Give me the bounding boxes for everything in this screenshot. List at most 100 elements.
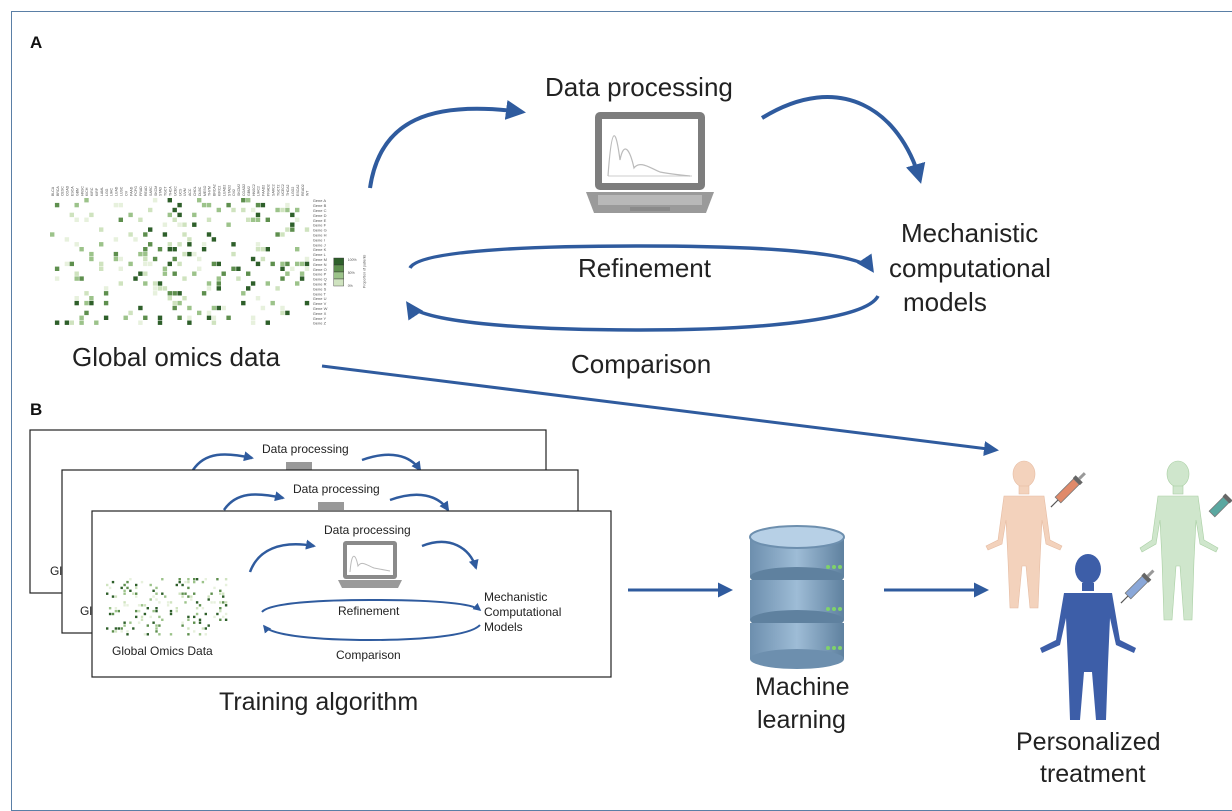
heatmap-cell [177, 300, 182, 306]
heatmap-cell [275, 207, 280, 213]
heatmap-cell [143, 271, 148, 276]
models-label-line1: Mechanistic [901, 218, 1039, 248]
heatmap-cell [114, 627, 118, 630]
mini-omics-heatmap [106, 578, 228, 636]
heatmap-cell [126, 604, 129, 607]
heatmap-col-label: LGG [105, 188, 109, 196]
heatmap-cell [129, 621, 132, 624]
heatmap-cell [290, 266, 295, 271]
heatmap-cell [123, 589, 126, 592]
heatmap-cell [211, 261, 217, 267]
heatmap-cell [201, 607, 205, 610]
heatmap-cell [226, 315, 231, 320]
heatmap-cell [204, 627, 207, 630]
heatmap-col-label: LUAD2 [222, 185, 226, 196]
heatmap-cell [79, 276, 84, 281]
heatmap-cell [211, 320, 217, 325]
heatmap-col-label: BLCA [51, 186, 55, 196]
heatmap-cell [128, 232, 133, 237]
heatmap-cell [143, 247, 148, 252]
heatmap-cell [222, 592, 225, 595]
heatmap-cell [181, 592, 184, 595]
heatmap-cell [169, 609, 173, 613]
heatmap-cell [89, 296, 94, 301]
heatmap-cell [152, 256, 158, 262]
heatmap-cell [113, 237, 119, 242]
card-back-omics-fragment: Gl [50, 564, 62, 578]
heatmap-cell [197, 266, 202, 271]
heatmap-row-label: Gene U [313, 296, 327, 301]
heatmap-cell [206, 281, 212, 286]
heatmap-cell [201, 247, 207, 252]
heatmap-cell [114, 595, 118, 598]
heatmap-cell [187, 578, 190, 581]
heatmap-cell [236, 266, 241, 271]
heatmap-cell [128, 310, 133, 316]
heatmap-cell [74, 242, 79, 247]
data-processing-label: Data processing [545, 72, 733, 102]
heatmap-cell [138, 217, 143, 222]
panel-label-a: A [30, 33, 43, 52]
heatmap-cell [69, 261, 74, 267]
heatmap-cell [123, 583, 126, 587]
heatmap-cell [126, 633, 129, 636]
heatmap-cell [126, 630, 129, 633]
heatmap-cell [219, 589, 222, 592]
heatmap-cell [211, 305, 217, 311]
heatmap-cell [155, 624, 158, 627]
heatmap-cell [169, 612, 173, 616]
heatmap-cell [89, 300, 94, 306]
heatmap-col-label: UVM [183, 188, 187, 196]
machine-learning-line2: learning [757, 706, 846, 734]
heatmap-cell [299, 271, 305, 276]
heatmap-col-label: HNSC [80, 186, 84, 196]
heatmap-cell [138, 320, 143, 325]
heatmap-cell [236, 276, 241, 281]
heatmap-row-label: Gene R [313, 281, 327, 286]
human-figure-right-icon [1139, 460, 1219, 621]
heatmap-col-label: READ2 [301, 184, 305, 196]
heatmap-cell [158, 601, 161, 604]
heatmap-cell [285, 207, 290, 213]
heatmap-cell [181, 583, 184, 587]
heatmap-cell [155, 592, 158, 595]
heatmap-col-label: PAAD2 [262, 185, 266, 196]
heatmap-cell [250, 315, 256, 320]
heatmap-cell [126, 586, 129, 590]
heatmap-cell [79, 320, 84, 325]
heatmap-col-label: SARC2 [271, 184, 275, 196]
heatmap-cell [193, 630, 196, 633]
heatmap-cell [114, 630, 118, 633]
heatmap-col-label: ACC [188, 188, 192, 196]
heatmap-cell [135, 595, 138, 598]
heatmap-cell [149, 615, 152, 619]
card-mid-omics-fragment: Gl [80, 604, 92, 618]
heatmap-cell [213, 601, 216, 604]
heatmap-cell [285, 227, 290, 232]
heatmap-cell [280, 207, 285, 213]
heatmap-cell [123, 592, 126, 595]
heatmap-cell [219, 607, 222, 610]
heatmap-row-label: Gene S [313, 286, 327, 291]
heatmap-col-label: LIHC2 [257, 186, 261, 196]
heatmap-cell [285, 202, 290, 208]
heatmap-cell [290, 212, 295, 218]
heatmap-cell [133, 237, 138, 242]
heatmap-cell [103, 315, 109, 320]
heatmap-cell [285, 310, 290, 316]
heatmap-cell [182, 296, 187, 301]
card-back-processing-label: Data processing [262, 442, 349, 456]
heatmap-cell [140, 618, 144, 621]
heatmap-cell [224, 583, 228, 587]
heatmap-cell [181, 621, 184, 624]
heatmap-row-label: Gene D [313, 213, 327, 218]
heatmap-cell [195, 578, 199, 581]
heatmap-col-label: COAD2 [242, 184, 246, 196]
heatmap-cell [111, 580, 115, 584]
heatmap-cell [193, 615, 196, 619]
heatmap-cell [167, 291, 172, 296]
heatmap-cell [157, 315, 163, 320]
heatmap-cell [295, 261, 300, 267]
